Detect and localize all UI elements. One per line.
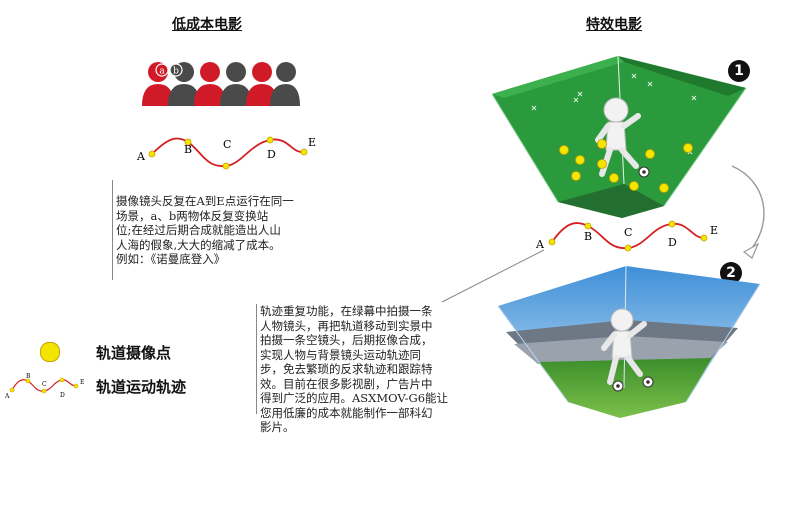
person-icon	[194, 62, 226, 106]
left-title: 低成本电影	[172, 17, 242, 33]
camera-point	[597, 159, 607, 169]
step-2-badge: 2	[720, 262, 742, 284]
track-label-e: E	[710, 224, 718, 237]
track-point	[300, 148, 308, 156]
track-point	[266, 136, 274, 144]
connector-line	[441, 249, 545, 303]
camera-point	[559, 145, 569, 155]
legend-track-icon: A B C D E	[4, 373, 84, 400]
track-point	[184, 138, 192, 146]
camera-point	[659, 183, 669, 193]
person-icon	[220, 62, 252, 106]
right-description: 轨迹重复功能，在绿幕中拍摄一条 人物镜头，再把轨道移动到实景中 拍摄一条空镜头，…	[260, 304, 449, 434]
camera-point	[597, 139, 607, 149]
track-point	[700, 234, 708, 242]
legend-camera-point-icon	[40, 342, 60, 362]
track-label-b: B	[584, 230, 592, 243]
track-label-a: A	[136, 150, 146, 163]
legend-track-label-e: E	[80, 379, 84, 386]
track-label-d: D	[668, 236, 677, 249]
track-label-d: D	[267, 148, 276, 161]
legend-camera-point-label: 轨道摄像点	[96, 344, 172, 362]
right-track: A B C D E	[535, 220, 718, 252]
track-point	[148, 150, 156, 158]
left-desc-bracket	[112, 180, 113, 280]
track-point	[668, 220, 676, 228]
legend-track-label-a: A	[4, 393, 10, 400]
track-label-c: C	[624, 226, 632, 239]
camera-point	[571, 171, 581, 181]
legend-track-label-c: C	[42, 381, 47, 388]
left-description: 摄像镜头反复在A到E点运行在同一 场景，a、b两物体反复变换站 位;在经过后期合…	[116, 194, 294, 266]
person-b-label: b	[173, 67, 179, 77]
track-point	[222, 162, 230, 170]
camera-point	[629, 181, 639, 191]
camera-point	[609, 173, 619, 183]
stick-figure-icon	[601, 308, 647, 385]
track-point	[548, 238, 556, 246]
track-label-b: B	[184, 143, 192, 156]
person-a-label: a	[159, 67, 165, 77]
step-1-badge: 1	[728, 60, 750, 82]
person-icon	[246, 62, 278, 106]
flow-arrow-icon	[731, 165, 765, 259]
soccer-ball-icon	[612, 380, 624, 392]
track-label-a: A	[535, 238, 545, 251]
track-point	[624, 244, 632, 252]
camera-point	[683, 143, 693, 153]
legend-track-label: 轨道运动轨迹	[96, 378, 187, 396]
track-label-e: E	[308, 136, 316, 149]
right-desc-bracket	[256, 304, 257, 414]
left-track: A B C D E	[136, 136, 316, 170]
legend-track-label-d: D	[60, 392, 65, 399]
person-a-badge: a	[155, 63, 169, 77]
person-icon	[270, 62, 300, 106]
legend-track-label-b: B	[26, 373, 31, 380]
green-screen-scene	[492, 55, 747, 218]
soccer-ball-icon	[638, 166, 650, 178]
stadium-scene	[498, 265, 761, 418]
stick-figure-icon	[595, 97, 641, 177]
camera-point	[645, 149, 655, 159]
track-label-c: C	[223, 138, 231, 151]
right-title: 特效电影	[586, 17, 642, 33]
track-point	[584, 222, 592, 230]
camera-point	[575, 155, 585, 165]
soccer-ball-icon	[642, 376, 654, 388]
person-b-badge: b	[169, 63, 183, 77]
crowd-icon: a b	[142, 62, 300, 106]
